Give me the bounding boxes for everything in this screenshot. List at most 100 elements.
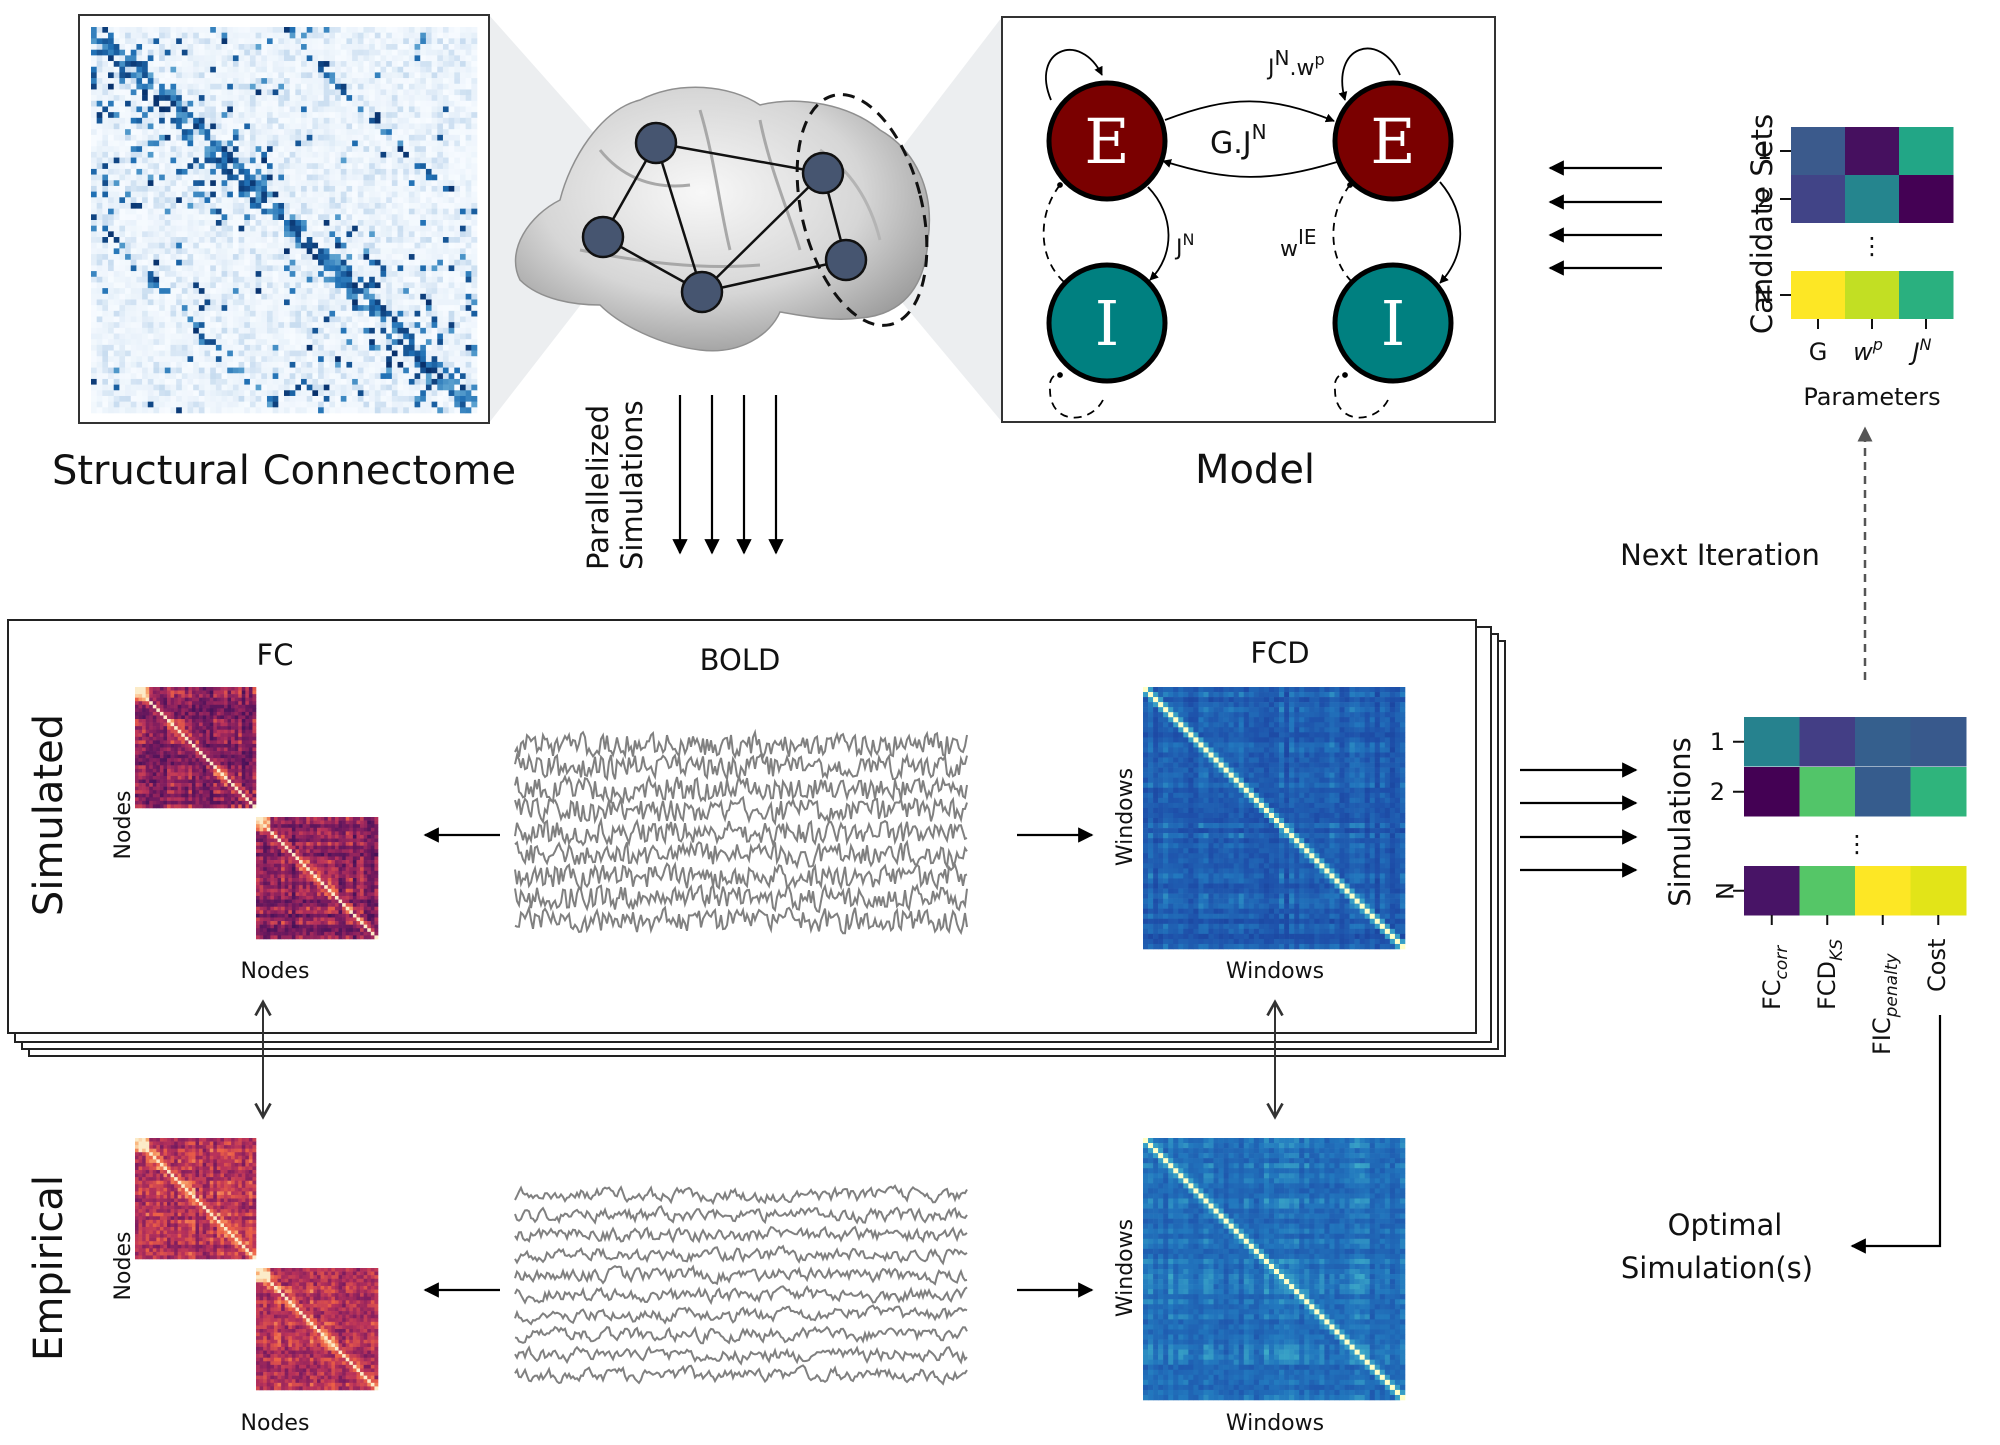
connectome-cell bbox=[437, 106, 444, 113]
connectome-cell bbox=[408, 350, 415, 357]
connectome-cell bbox=[227, 395, 234, 402]
connectome-cell bbox=[159, 180, 166, 187]
fc-cell bbox=[223, 687, 228, 691]
connectome-cell bbox=[147, 129, 154, 136]
connectome-cell bbox=[329, 174, 336, 181]
connectome-cell bbox=[249, 55, 256, 62]
connectome-cell bbox=[119, 168, 126, 175]
connectome-cell bbox=[108, 49, 115, 56]
connectome-cell bbox=[284, 259, 290, 266]
connectome-cell bbox=[153, 129, 160, 136]
connectome-cell bbox=[198, 174, 205, 181]
connectome-cell bbox=[374, 384, 381, 391]
connectome-cell bbox=[306, 106, 313, 113]
connectome-cell bbox=[181, 276, 188, 283]
connectome-cell bbox=[442, 271, 449, 278]
connectome-cell bbox=[215, 361, 222, 368]
connectome-cell bbox=[278, 390, 285, 397]
connectome-cell bbox=[408, 49, 415, 56]
fc-cell bbox=[142, 690, 146, 695]
fc-cell bbox=[149, 708, 154, 713]
connectome-cell bbox=[454, 327, 461, 334]
connectome-cell bbox=[346, 384, 353, 391]
connectome-cell bbox=[471, 310, 478, 317]
connectome-cell bbox=[306, 401, 313, 408]
connectome-cell bbox=[284, 157, 290, 164]
connectome-cell bbox=[255, 384, 262, 391]
connectome-cell bbox=[397, 378, 404, 385]
connectome-cell bbox=[278, 168, 285, 175]
connectome-cell bbox=[386, 395, 393, 402]
connectome-cell bbox=[471, 378, 478, 385]
connectome-cell bbox=[159, 299, 166, 306]
connectome-cell bbox=[420, 83, 427, 90]
connectome-cell bbox=[272, 83, 279, 90]
connectome-cell bbox=[221, 225, 228, 232]
connectome-cell bbox=[266, 242, 273, 249]
connectome-cell bbox=[471, 231, 478, 238]
fc-cell bbox=[220, 708, 225, 713]
next-iteration-label: Next Iteration bbox=[1620, 538, 1820, 572]
connectome-cell bbox=[232, 310, 239, 317]
candidate-row-label: N bbox=[1754, 281, 1772, 309]
connectome-cell bbox=[255, 168, 262, 175]
connectome-cell bbox=[420, 55, 427, 62]
connectome-cell bbox=[266, 123, 273, 130]
connectome-cell bbox=[232, 32, 239, 39]
connectome-cell bbox=[403, 55, 410, 62]
connectome-cell bbox=[278, 202, 285, 209]
connectome-cell bbox=[164, 373, 171, 380]
connectome-cell bbox=[295, 83, 302, 90]
connectome-cell bbox=[363, 72, 370, 79]
connectome-cell bbox=[221, 395, 228, 402]
connectome-cell bbox=[193, 305, 200, 312]
connectome-cell bbox=[414, 44, 421, 51]
fc-cell bbox=[167, 715, 171, 720]
connectome-cell bbox=[176, 327, 183, 334]
connectome-cell bbox=[142, 66, 149, 73]
connectome-cell bbox=[306, 61, 313, 68]
connectome-cell bbox=[414, 254, 421, 261]
connectome-cell bbox=[465, 293, 472, 300]
connectome-cell bbox=[176, 214, 183, 221]
connectome-cell bbox=[278, 214, 285, 221]
connectome-cell bbox=[442, 197, 449, 204]
connectome-cell bbox=[329, 378, 336, 385]
connectome-cell bbox=[227, 361, 234, 368]
connectome-cell bbox=[403, 293, 410, 300]
connectome-cell bbox=[272, 61, 279, 68]
connectome-cell bbox=[181, 361, 188, 368]
connectome-cell bbox=[232, 378, 239, 385]
connectome-cell bbox=[454, 271, 461, 278]
connectome-cell bbox=[397, 174, 404, 181]
connectome-cell bbox=[425, 356, 432, 363]
connectome-cell bbox=[91, 344, 97, 351]
connectome-cell bbox=[431, 259, 438, 266]
fc-cell bbox=[167, 701, 171, 706]
connectome-cell bbox=[147, 288, 154, 295]
connectome-cell bbox=[442, 32, 449, 39]
connectome-cell bbox=[454, 367, 461, 374]
connectome-cell bbox=[335, 282, 342, 289]
connectome-cell bbox=[102, 66, 109, 73]
fc-cell bbox=[145, 715, 150, 720]
fc-cell bbox=[227, 697, 232, 702]
connectome-cell bbox=[96, 112, 103, 119]
connectome-cell bbox=[471, 151, 478, 158]
connectome-cell bbox=[323, 95, 330, 102]
connectome-cell bbox=[437, 185, 444, 192]
connectome-cell bbox=[181, 191, 188, 198]
connectome-cell bbox=[227, 299, 234, 306]
connectome-cell bbox=[318, 361, 325, 368]
fc-cell bbox=[199, 708, 203, 713]
connectome-cell bbox=[261, 254, 268, 261]
connectome-cell bbox=[238, 356, 245, 363]
connectome-cell bbox=[306, 157, 313, 164]
connectome-cell bbox=[210, 66, 217, 73]
connectome-cell bbox=[147, 66, 154, 73]
connectome-cell bbox=[108, 27, 115, 33]
connectome-cell bbox=[210, 378, 217, 385]
connectome-cell bbox=[91, 55, 97, 62]
connectome-cell bbox=[244, 407, 251, 414]
connectome-cell bbox=[193, 202, 200, 209]
